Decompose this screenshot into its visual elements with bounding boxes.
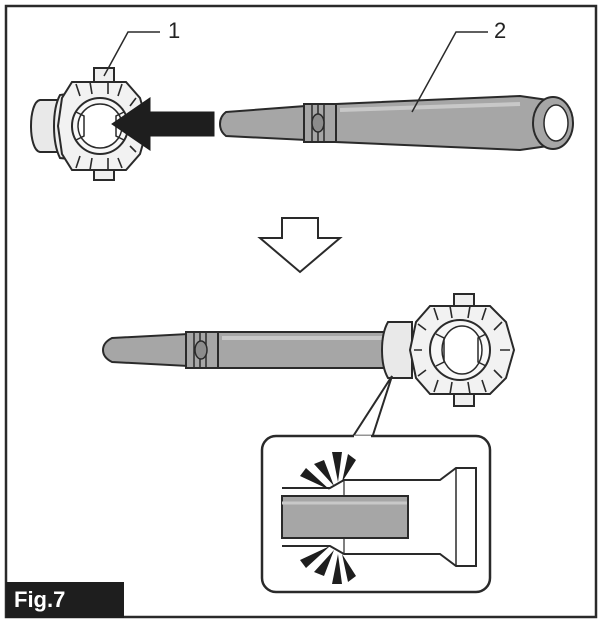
detail-cross-section	[281, 452, 477, 584]
detail-zoom-pointer	[350, 375, 393, 439]
insert-direction-arrow	[111, 97, 215, 151]
callout-number-1: 1	[168, 18, 181, 43]
callout-2-leader	[411, 31, 488, 113]
figure-border	[4, 4, 598, 619]
callout-1-leader	[103, 31, 160, 77]
assembled-pipe	[102, 331, 401, 369]
figure-label: Fig.7	[6, 582, 124, 618]
coupling-part-1-top	[30, 67, 150, 181]
coupling-part-1-assembled	[381, 293, 516, 407]
callout-number-2: 2	[494, 18, 507, 43]
extension-pipe-part-2-top	[219, 94, 574, 152]
sequence-down-arrow	[257, 217, 343, 274]
